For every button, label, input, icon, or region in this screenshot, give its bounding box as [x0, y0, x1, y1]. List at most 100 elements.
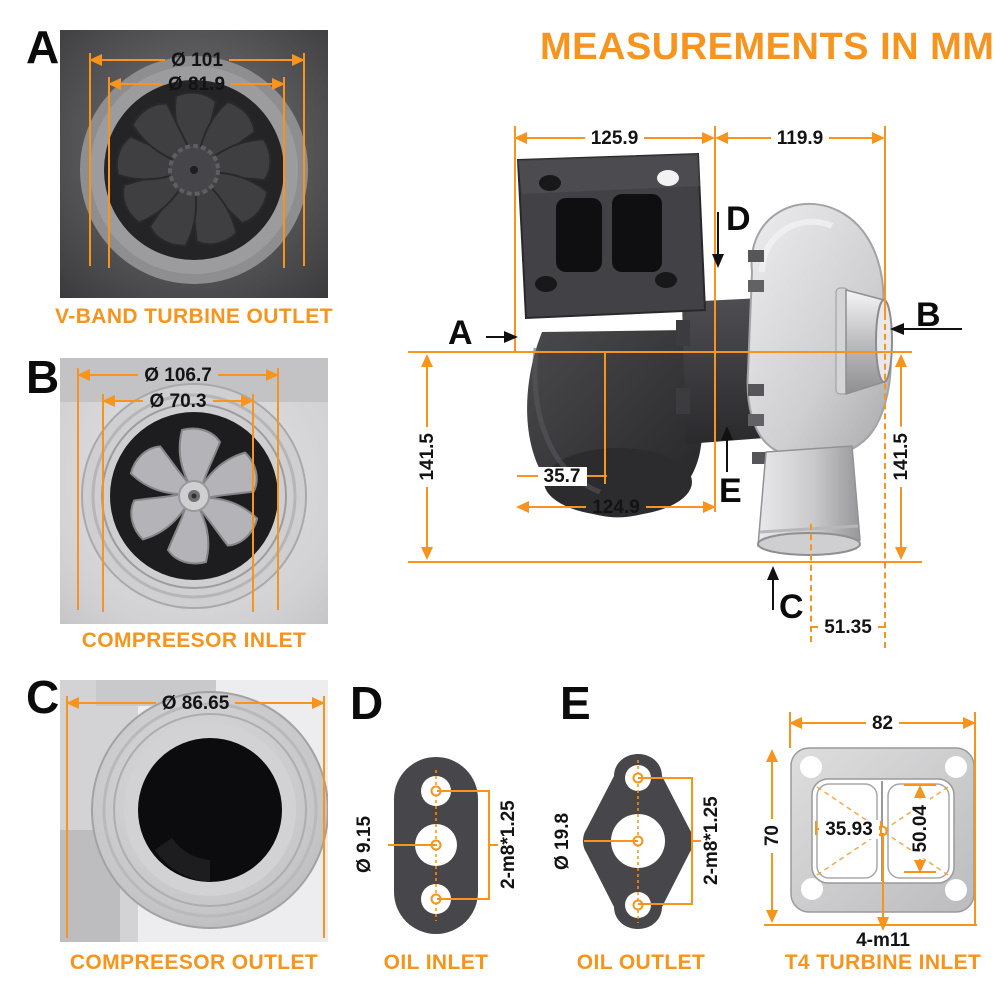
- leader-line: [388, 844, 437, 846]
- arrow-right-icon: [702, 132, 716, 144]
- dim-t4-opening-width: 35.93: [816, 819, 883, 839]
- pointer-e-arrowhead-icon: [721, 426, 733, 440]
- arrow-right-icon: [241, 395, 255, 407]
- pointer-d-arrow: [717, 212, 719, 254]
- pointer-a-arrowhead-icon: [504, 331, 518, 343]
- caption-compressor-outlet: COMPREESOR OUTLET: [69, 951, 319, 974]
- dim-oil-inlet-hole: Ø 9.15: [354, 815, 375, 873]
- extension-line: [277, 368, 279, 610]
- extension-line: [764, 924, 977, 926]
- extension-line: [974, 712, 976, 926]
- arrow-up-icon: [766, 749, 778, 762]
- extension-line: [283, 77, 285, 268]
- arrow-down-icon: [914, 860, 926, 874]
- arrow-up-icon: [421, 354, 433, 367]
- arrow-right-icon: [292, 54, 306, 66]
- extension-line: [714, 126, 716, 512]
- section-b-letter: B: [26, 351, 59, 403]
- dim-vband-inner: Ø 81.9: [108, 73, 286, 95]
- compressor-outlet-illustration: [60, 680, 328, 942]
- dim-comp-inlet-inner: Ø 70.3: [102, 392, 255, 411]
- arrow-right-icon: [872, 132, 885, 144]
- turbine-outlet-photo: [60, 30, 328, 298]
- dim-label: 119.9: [776, 127, 824, 149]
- arrow-down-icon: [421, 547, 433, 561]
- dim-hub-offset: 35.7: [517, 466, 608, 486]
- caption-oil-inlet: OIL INLET: [383, 951, 489, 974]
- arrow-left-icon: [66, 697, 79, 709]
- extension-line: [77, 368, 79, 610]
- dim-label: 125.9: [590, 127, 639, 149]
- extension-line: [102, 394, 104, 612]
- bracket-line: [437, 898, 490, 900]
- dim-label: 82: [871, 712, 894, 734]
- arrow-up-icon: [914, 785, 926, 798]
- caption-oil-outlet: OIL OUTLET: [576, 951, 706, 974]
- arrow-left-icon: [102, 395, 115, 407]
- oil-outlet-gasket: [582, 748, 694, 935]
- dim-oil-outlet-thread: 2-m8*1.25: [701, 796, 722, 886]
- extension-line: [303, 53, 305, 266]
- dim-label: 51.35: [824, 616, 872, 638]
- dim-turbine-width: 124.9: [516, 498, 717, 517]
- dim-outlet-offset: 51.35: [810, 616, 887, 638]
- pointer-b-arrowhead-icon: [890, 323, 904, 335]
- dim-label: 50.04: [910, 799, 931, 859]
- bracket-line: [638, 777, 693, 779]
- datum-line-bottom: [408, 561, 922, 563]
- arrow-left-icon: [516, 501, 529, 513]
- section-c-letter: C: [26, 671, 59, 723]
- arrow-left-icon: [77, 369, 90, 381]
- dim-label: 35.93: [819, 819, 879, 839]
- pointer-a-arrow: [486, 336, 504, 338]
- compressor-blades: [129, 427, 259, 565]
- bracket-tick: [488, 844, 498, 846]
- compressor-outlet-photo: [60, 680, 328, 942]
- dim-label: Ø 106.7: [144, 364, 212, 386]
- datum-line-top: [408, 351, 912, 353]
- arrow-left-icon: [789, 717, 802, 729]
- bracket-line: [437, 790, 490, 792]
- extension-line: [66, 696, 68, 938]
- dim-comp-outlet: Ø 86.65: [66, 692, 326, 714]
- arrow-down-icon: [766, 910, 778, 924]
- dim-label: 35.7: [537, 466, 587, 486]
- pointer-c-arrowhead-icon: [767, 566, 779, 580]
- turbine-outlet-illustration: [60, 30, 328, 298]
- arrow-down-icon: [895, 547, 907, 561]
- pointer-b-label: B: [916, 296, 941, 334]
- extension-line: [252, 394, 254, 612]
- arrow-right-icon: [703, 501, 717, 513]
- dim-t4-bolts: 4-m11: [856, 930, 910, 951]
- dim-height-right: 141.5: [891, 354, 912, 561]
- turbo-side-photo: [500, 152, 900, 568]
- page-title: MEASUREMENTS IN MM: [540, 26, 995, 68]
- extension-line: [884, 126, 886, 314]
- arrow-down-icon: [877, 917, 889, 931]
- dim-label: Ø 101: [171, 49, 223, 71]
- pointer-c-label: C: [779, 588, 804, 626]
- section-a-letter: A: [26, 21, 59, 73]
- dim-oil-inlet-thread: 2-m8*1.25: [498, 800, 519, 890]
- pointer-d-arrowhead-icon: [712, 254, 724, 268]
- arrow-left-icon: [89, 54, 102, 66]
- extension-line: [323, 696, 325, 938]
- dim-label: 141.5: [416, 433, 438, 481]
- dim-label: Ø 86.65: [161, 692, 230, 714]
- dim-label: 141.5: [891, 427, 912, 487]
- extension-line: [89, 53, 91, 266]
- pointer-c-arrow: [772, 580, 774, 610]
- extension-line: [604, 353, 606, 484]
- arrow-right-icon: [272, 78, 286, 90]
- arrow-right-icon: [963, 717, 977, 729]
- pointer-d-label: D: [726, 200, 751, 238]
- section-d-letter: D: [350, 677, 383, 729]
- bracket-line: [638, 903, 693, 905]
- dim-label: Ø 81.9: [167, 73, 226, 95]
- dim-t4-height: 70: [761, 749, 783, 924]
- leader-line: [584, 840, 638, 842]
- dim-oil-outlet-hole: Ø 19.8: [552, 812, 573, 870]
- pointer-b-arrow: [904, 328, 962, 330]
- dim-label: 70: [761, 825, 783, 847]
